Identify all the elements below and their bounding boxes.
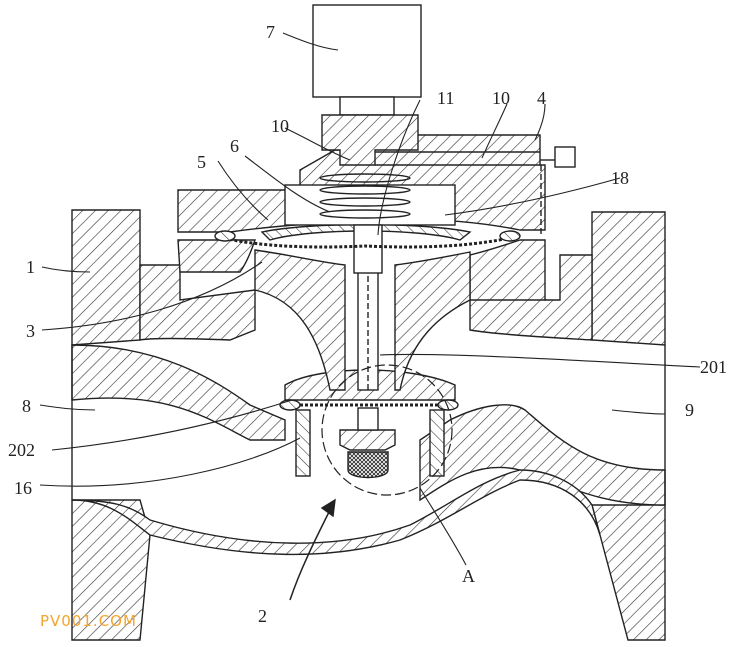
diaphragm-housing <box>177 239 256 273</box>
diaphragm-housing-right <box>469 239 546 301</box>
left-flange-lower <box>71 499 151 641</box>
pilot-plug <box>357 407 379 431</box>
right-flange <box>591 211 666 346</box>
body-lower-wall <box>71 469 601 556</box>
stem-housing-right <box>394 251 471 391</box>
upper-plate <box>260 223 472 241</box>
watermark: PV001.COM <box>40 612 137 630</box>
spring-housing <box>284 184 456 226</box>
stem-housing <box>254 249 346 391</box>
leader-lines <box>39 32 701 566</box>
label-201: 201 <box>700 357 727 377</box>
solenoid-coil <box>312 4 422 98</box>
label-8: 8 <box>22 396 31 416</box>
label-9: 9 <box>685 400 694 420</box>
guide-left <box>295 409 311 477</box>
label-18: 18 <box>611 168 629 188</box>
compression-spring <box>319 173 411 219</box>
label-202: 202 <box>8 440 35 460</box>
left-flange <box>71 209 141 346</box>
solenoid-neck <box>339 96 395 116</box>
guide-right <box>429 409 445 477</box>
right-flange-lower <box>591 504 666 641</box>
label-5: 5 <box>197 152 206 172</box>
stem-nut <box>353 224 383 274</box>
filter-mesh <box>347 451 389 479</box>
detail-a-circle <box>321 364 453 496</box>
filter-cap <box>339 429 396 451</box>
label-6: 6 <box>230 136 239 156</box>
label-11: 11 <box>437 88 454 108</box>
bolt-head <box>554 146 576 168</box>
label-7: 7 <box>266 22 275 42</box>
label-A: A <box>462 566 475 586</box>
label-16: 16 <box>14 478 32 498</box>
label-2: 2 <box>258 606 267 626</box>
label-1: 1 <box>26 257 35 277</box>
label-3: 3 <box>26 321 35 341</box>
label-4: 4 <box>537 88 546 108</box>
upper-diaphragm <box>214 234 519 249</box>
inlet-partition <box>71 344 286 441</box>
outlet-partition <box>419 404 666 506</box>
label-10-left: 10 <box>271 116 289 136</box>
flow-arrow <box>289 509 331 601</box>
body-upper-left <box>139 264 256 341</box>
label-10-right: 10 <box>492 88 510 108</box>
